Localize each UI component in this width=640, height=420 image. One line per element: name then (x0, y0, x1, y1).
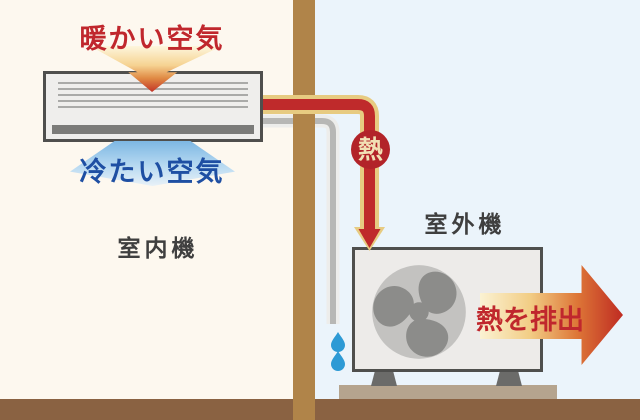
vent-line (58, 94, 248, 96)
warm-air-label: 暖かい空気 (79, 24, 225, 55)
vent-line (58, 106, 248, 108)
outdoor-unit-foot (371, 371, 397, 386)
outdoor-unit-label: 室外機 (424, 212, 506, 238)
outdoor-unit-base-platform (339, 385, 557, 399)
wall-divider (293, 0, 315, 420)
outdoor-unit-foot (496, 371, 522, 386)
cold-air-label: 冷たい空気 (79, 157, 225, 188)
indoor-unit-outlet-bar (52, 125, 254, 134)
vent-line (58, 100, 248, 102)
heat-badge: 熱 (351, 130, 390, 169)
exhaust-heat-label: 熱を排出 (476, 305, 584, 336)
indoor-unit-label: 室内機 (117, 236, 199, 262)
fan-icon (372, 265, 466, 359)
outdoor-unit (352, 247, 543, 372)
ground-floor (0, 399, 640, 420)
